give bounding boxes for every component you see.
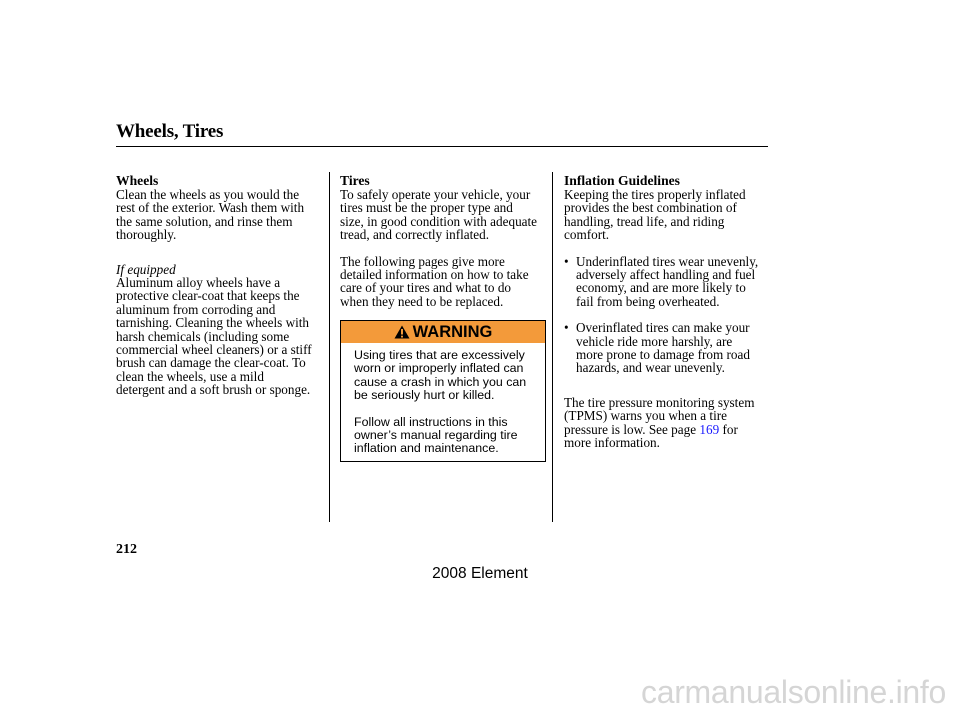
inflation-text-line: Keeping the tires properly inflated <box>564 187 746 202</box>
bullet-text-line: adversely affect handling and fuel <box>576 267 756 283</box>
tires-text-line: care of your tires and what to do <box>340 280 512 296</box>
wheels-text-line: Aluminum alloy wheels have a <box>116 275 281 291</box>
page-number: 212 <box>116 542 137 557</box>
tpms-text: pressure is low. See page <box>564 421 697 437</box>
tires-text-line: tires must be the proper type and <box>340 200 513 216</box>
wheels-text-line: thoroughly. <box>116 227 177 243</box>
warning-text-line: cause a crash in which you can <box>354 374 527 389</box>
wheels-text-line: aluminum from corroding and <box>116 301 276 317</box>
inflation-text-line: handling, tread life, and riding <box>564 213 725 229</box>
inflation-text-line: provides the best combination of <box>564 200 737 216</box>
wheels-text-line: Clean the wheels as you would the <box>116 187 300 202</box>
wheels-text-line: protective clear-coat that keeps the <box>116 288 300 304</box>
wheels-text-line: commercial wheel cleaners) or a stiff <box>116 342 312 358</box>
tires-text-line: tread, and correctly inflated. <box>340 227 490 243</box>
column-divider-2 <box>552 172 553 522</box>
inflation-text-line: The tire pressure monitoring system <box>564 394 755 410</box>
warning-text-line: owner’s manual regarding tire <box>354 428 518 443</box>
tires-text-line: The following pages give more <box>340 253 505 269</box>
tires-section: Tires To safely operate your vehicle, yo… <box>340 173 550 309</box>
bullet-text-line: fail from being overheated. <box>576 293 720 309</box>
wheels-text-line: brush can damage the clear-coat. To <box>116 355 306 371</box>
bullet-overinflated: • Overinflated tires can make your vehic… <box>564 321 774 375</box>
warning-triangle-icon <box>394 323 410 345</box>
wheels-text-line: clean the wheels, use a mild <box>116 368 264 384</box>
wheels-text-line: detergent and a soft brush or sponge. <box>116 382 311 398</box>
warning-text-line: inflation and maintenance. <box>354 441 499 456</box>
tires-text-line: To safely operate your vehicle, your <box>340 187 531 202</box>
if-equipped-note: If equipped <box>116 261 176 277</box>
bullet-text-line: Overinflated tires can make your <box>576 320 750 336</box>
warning-text-line: worn or improperly inflated can <box>354 361 524 376</box>
model-footer: 2008 Element <box>432 565 528 582</box>
tires-text-line: size, in good condition with adequate <box>340 213 538 229</box>
bullet-text-line: hazards, and wear unevenly. <box>576 360 725 376</box>
warning-header: WARNING <box>341 321 545 343</box>
inflation-text-line: (TPMS) warns you when a tire <box>564 408 727 424</box>
wheels-text-line: the same solution, and rinse them <box>116 213 293 229</box>
warning-text-line: Using tires that are excessively <box>354 348 525 362</box>
bullet-text-line: Underinflated tires wear unevenly, <box>576 253 759 269</box>
bullet-text-line: more prone to damage from road <box>576 347 750 363</box>
wheels-text-line: rest of the exterior. Wash them with <box>116 200 305 216</box>
tires-text-line: when they need to be replaced. <box>340 293 504 309</box>
title-rule <box>116 146 768 147</box>
inflation-text-line: pressure is low. See page 169 for <box>564 421 774 437</box>
wheels-section: Wheels Clean the wheels as you would the… <box>116 174 328 397</box>
wheels-text-line: tarnishing. Cleaning the wheels with <box>116 315 310 331</box>
warning-text-line: Follow all instructions in this <box>354 414 508 429</box>
column-divider-1 <box>329 172 330 522</box>
warning-body: Using tires that are excessively worn or… <box>354 348 540 456</box>
watermark: carmanualsonline.info <box>641 674 946 710</box>
bullet-icon: • <box>564 253 569 269</box>
bullet-text-line: vehicle ride more harshly, are <box>576 333 733 349</box>
warning-box: WARNING Using tires that are excessively… <box>340 320 546 462</box>
bullet-underinflated: • Underinflated tires wear unevenly, adv… <box>564 253 774 309</box>
tires-heading: Tires <box>340 173 370 188</box>
inflation-heading: Inflation Guidelines <box>564 173 680 188</box>
page-169-link[interactable]: 169 <box>699 421 720 437</box>
wheels-text-line: harsh chemicals (including some <box>116 328 290 344</box>
bullet-icon: • <box>564 320 569 336</box>
warning-text-line: be seriously hurt or killed. <box>354 388 495 403</box>
inflation-text-line: more information. <box>564 435 660 451</box>
inflation-section: Inflation Guidelines Keeping the tires p… <box>564 174 774 450</box>
tires-text-line: detailed information on how to take <box>340 267 529 283</box>
warning-label: WARNING <box>412 323 493 341</box>
tpms-text-for: for <box>722 421 738 437</box>
wheels-heading: Wheels <box>116 173 159 188</box>
bullet-text-line: economy, and are more likely to <box>576 280 746 296</box>
page-title: Wheels, Tires <box>116 121 224 142</box>
inflation-text-line: comfort. <box>564 227 610 243</box>
